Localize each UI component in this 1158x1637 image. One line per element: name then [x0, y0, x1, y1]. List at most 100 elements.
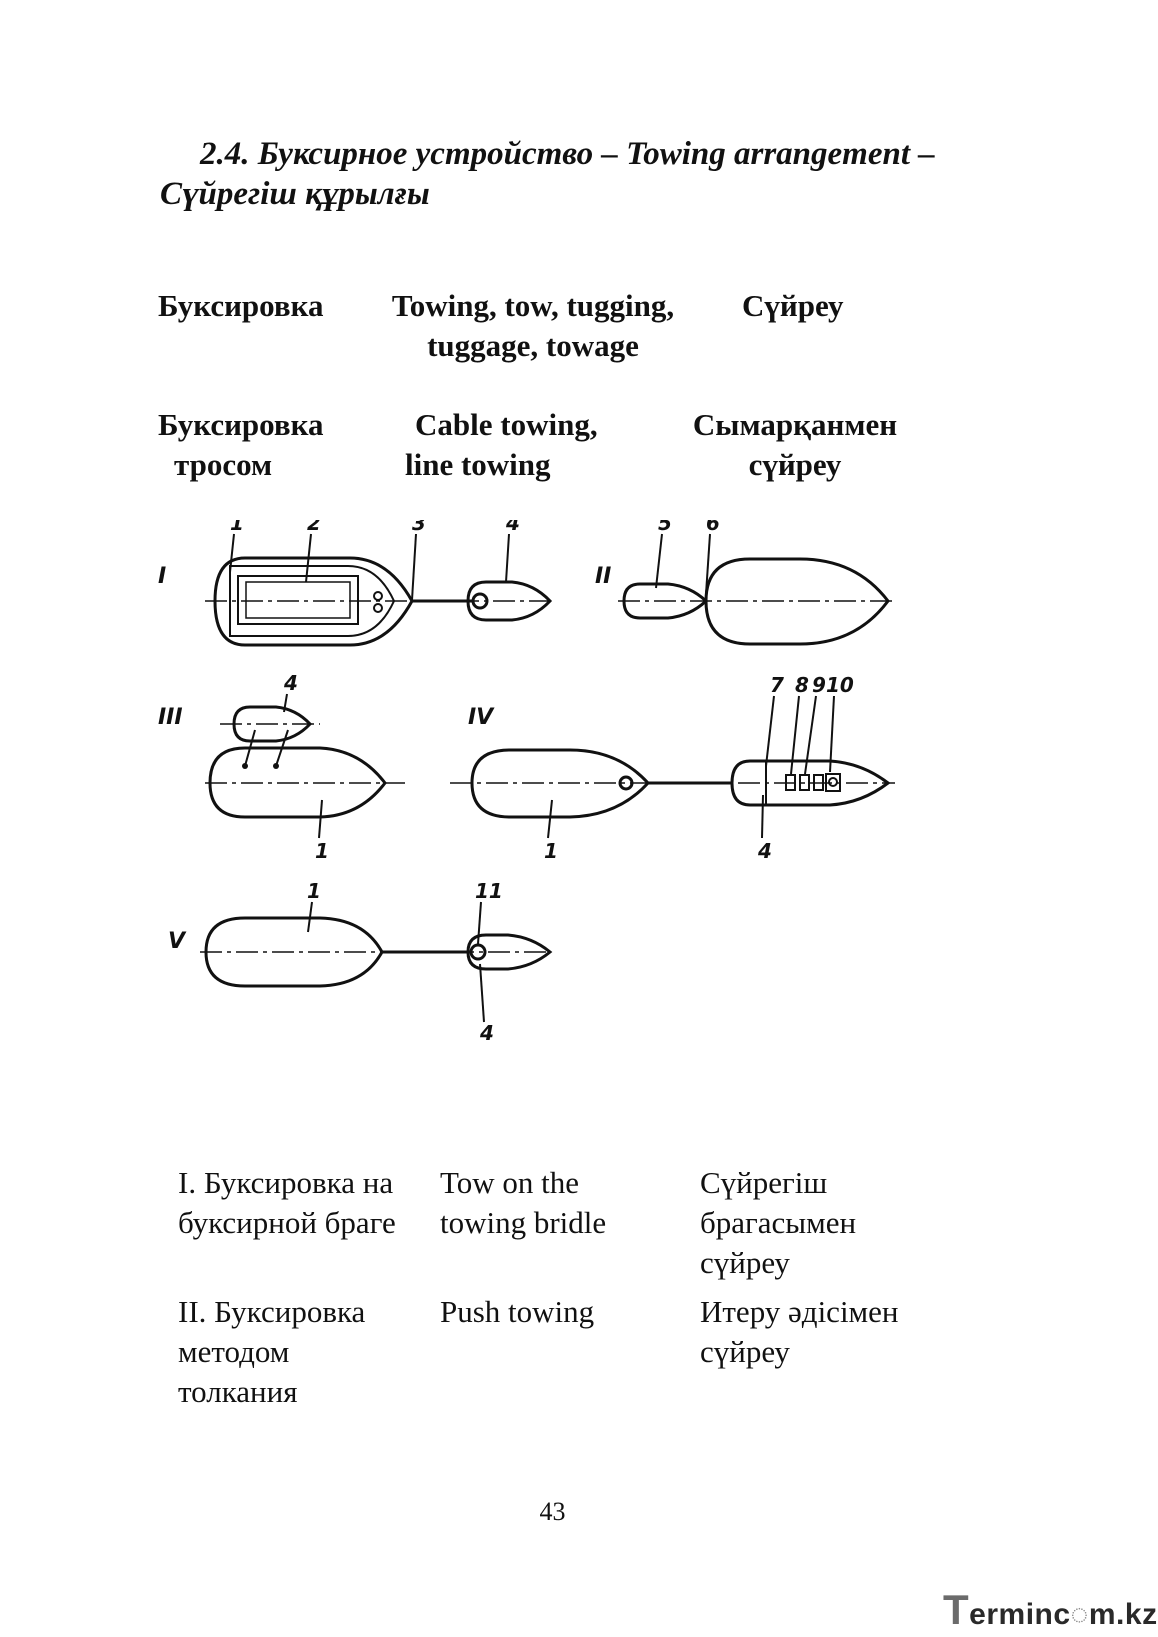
leader-line: [547, 799, 553, 839]
term-1-ru: Буксировка: [158, 286, 324, 326]
leader-line: [229, 533, 235, 573]
leader-line: [283, 693, 288, 713]
roman-label-ii: II: [595, 564, 611, 589]
legend-2-kk: Итеру әдісімен сүйреу: [700, 1292, 899, 1372]
part-number: 3: [412, 520, 426, 535]
leader-line: [804, 695, 817, 775]
legend-2-ru: II. Буксировка методом толкания: [178, 1292, 365, 1412]
pusher-tug-ii: [622, 582, 709, 620]
leader-line: [307, 901, 313, 933]
fastening-point: [273, 763, 279, 769]
term-2-ru: Буксировка тросом: [158, 405, 324, 485]
legend-2-kk-line1: Итеру әдісімен: [700, 1294, 899, 1329]
deck-fitting-10-ring: [828, 777, 838, 787]
legend-1-kk-line3: сүйреу: [700, 1245, 790, 1280]
towed-vessel-iii: [232, 705, 313, 743]
legend-2-en: Push towing: [440, 1292, 594, 1332]
term-2-en-line2: line towing: [405, 447, 551, 482]
towing-methods-diagram: I 1 2 3 4 II 5 6 III 4 1 IV 7 8 9: [158, 520, 895, 1045]
legend-2-ru-line3: толкания: [178, 1374, 298, 1409]
part-number: 6: [706, 520, 720, 535]
roman-label-v: V: [168, 929, 187, 954]
legend-1-ru-line2: буксирной браге: [178, 1205, 396, 1240]
deck-fitting-10: [825, 773, 841, 792]
part-number: 4: [757, 839, 772, 863]
roman-label-i: I: [158, 564, 166, 589]
page-number: 43: [539, 1497, 566, 1526]
section-heading: 2.4. Буксирное устройство – Towing arran…: [160, 134, 935, 214]
towed-vessel-i: [466, 580, 553, 622]
part-number: 1: [315, 839, 329, 863]
section-heading-line2: Сүйрегіш құрылғы: [160, 176, 430, 212]
part-number: 5: [658, 520, 672, 535]
fastening-point: [242, 763, 248, 769]
legend-2-en-line1: Push towing: [440, 1294, 595, 1329]
deck-fitting-9: [799, 774, 810, 791]
part-number: 7: [770, 673, 784, 697]
deckhouse-inner-i: [245, 581, 351, 619]
legend-1-kk: Сүйрегіш брагасымен сүйреу: [700, 1163, 856, 1283]
legend-2-kk-line2: сүйреу: [700, 1334, 790, 1369]
bitt-i-b: [373, 603, 383, 613]
leader-line: [411, 533, 417, 601]
deck-fitting-9b: [813, 774, 824, 791]
term-2-en-line1: Cable towing,: [415, 407, 598, 442]
legend-2-ru-line2: методом: [178, 1334, 290, 1369]
legend-1-kk-line2: брагасымен: [700, 1205, 857, 1240]
part-number: 2: [307, 520, 321, 535]
legend-1-kk-line1: Сүйрегіш: [700, 1165, 828, 1200]
watermark-logo: Terminc◌m.kz: [943, 1586, 1158, 1633]
part-number: 1: [307, 879, 321, 903]
part-number: 4: [283, 671, 298, 695]
leader-line: [655, 533, 663, 589]
legend-1-en-line2: towing bridle: [440, 1205, 607, 1240]
part-number: 8: [795, 673, 809, 697]
term-2-kk: Сымарқанмен сүйреу: [685, 405, 905, 485]
leader-line: [761, 794, 764, 839]
tug-hull-iv: [470, 748, 651, 819]
term-1-kk: Сүйреу: [742, 286, 843, 326]
leader-line: [305, 533, 312, 583]
tug-deck-i: [229, 565, 396, 637]
towing-eye-v: [469, 943, 487, 961]
leader-line: [479, 963, 485, 1023]
legend-1-en: Tow on the towing bridle: [440, 1163, 606, 1243]
roman-label-iv: IV: [468, 705, 495, 730]
term-2-ru-line1: Буксировка: [158, 407, 324, 442]
term-1-en-line1: Towing, tow, tugging,: [391, 288, 675, 323]
term-1-en: Towing, tow, tugging, tuggage, towage: [383, 286, 683, 366]
legend-1-ru: I. Буксировка на буксирной браге: [178, 1163, 396, 1243]
term-2-kk-line2: сүйреу: [748, 447, 842, 482]
term-2-kk-line1: Сымарқанмен: [692, 407, 898, 442]
towing-eye-i: [471, 592, 489, 610]
leader-line: [505, 533, 510, 583]
deckhouse-i: [237, 575, 359, 625]
part-number: 10: [826, 673, 854, 697]
tug-hull-v: [204, 916, 384, 988]
towed-vessel-iv: [730, 759, 891, 807]
tug-hull-i: [213, 556, 414, 647]
legend-1-en-line1: Tow on the: [440, 1165, 580, 1200]
leader-line: [318, 799, 323, 839]
term-2-ru-line2: тросом: [174, 447, 273, 482]
part-number: 4: [505, 520, 520, 535]
term-1-ru-line1: Буксировка: [158, 288, 324, 323]
leader-line: [705, 533, 711, 595]
term-1-kk-line1: Сүйреу: [742, 288, 844, 323]
term-2-en: Cable towing, line towing: [405, 405, 598, 485]
leader-line: [765, 695, 775, 767]
towed-vessel-v: [466, 933, 553, 971]
part-number: 1: [230, 520, 244, 535]
part-number: 4: [479, 1021, 494, 1045]
leader-line: [790, 695, 800, 775]
part-number: 9: [812, 673, 826, 697]
towing-hook-iv: [618, 775, 634, 791]
part-number: 11: [475, 879, 503, 903]
legend-1-ru-line1: I. Буксировка на: [178, 1165, 394, 1200]
leader-line: [477, 901, 482, 945]
legend-2-ru-line1: II. Буксировка: [178, 1294, 366, 1329]
bitt-i-a: [373, 591, 383, 601]
deck-fitting-8: [785, 774, 796, 791]
term-1-en-line2: tuggage, towage: [427, 328, 639, 363]
section-heading-line1: 2.4. Буксирное устройство – Towing arran…: [200, 136, 935, 172]
